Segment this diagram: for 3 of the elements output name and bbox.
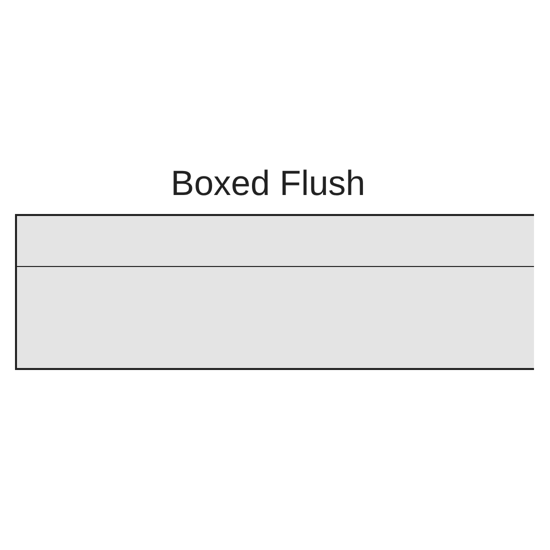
band (15, 267, 534, 370)
title: Boxed Flush (170, 163, 366, 205)
band (15, 214, 534, 268)
